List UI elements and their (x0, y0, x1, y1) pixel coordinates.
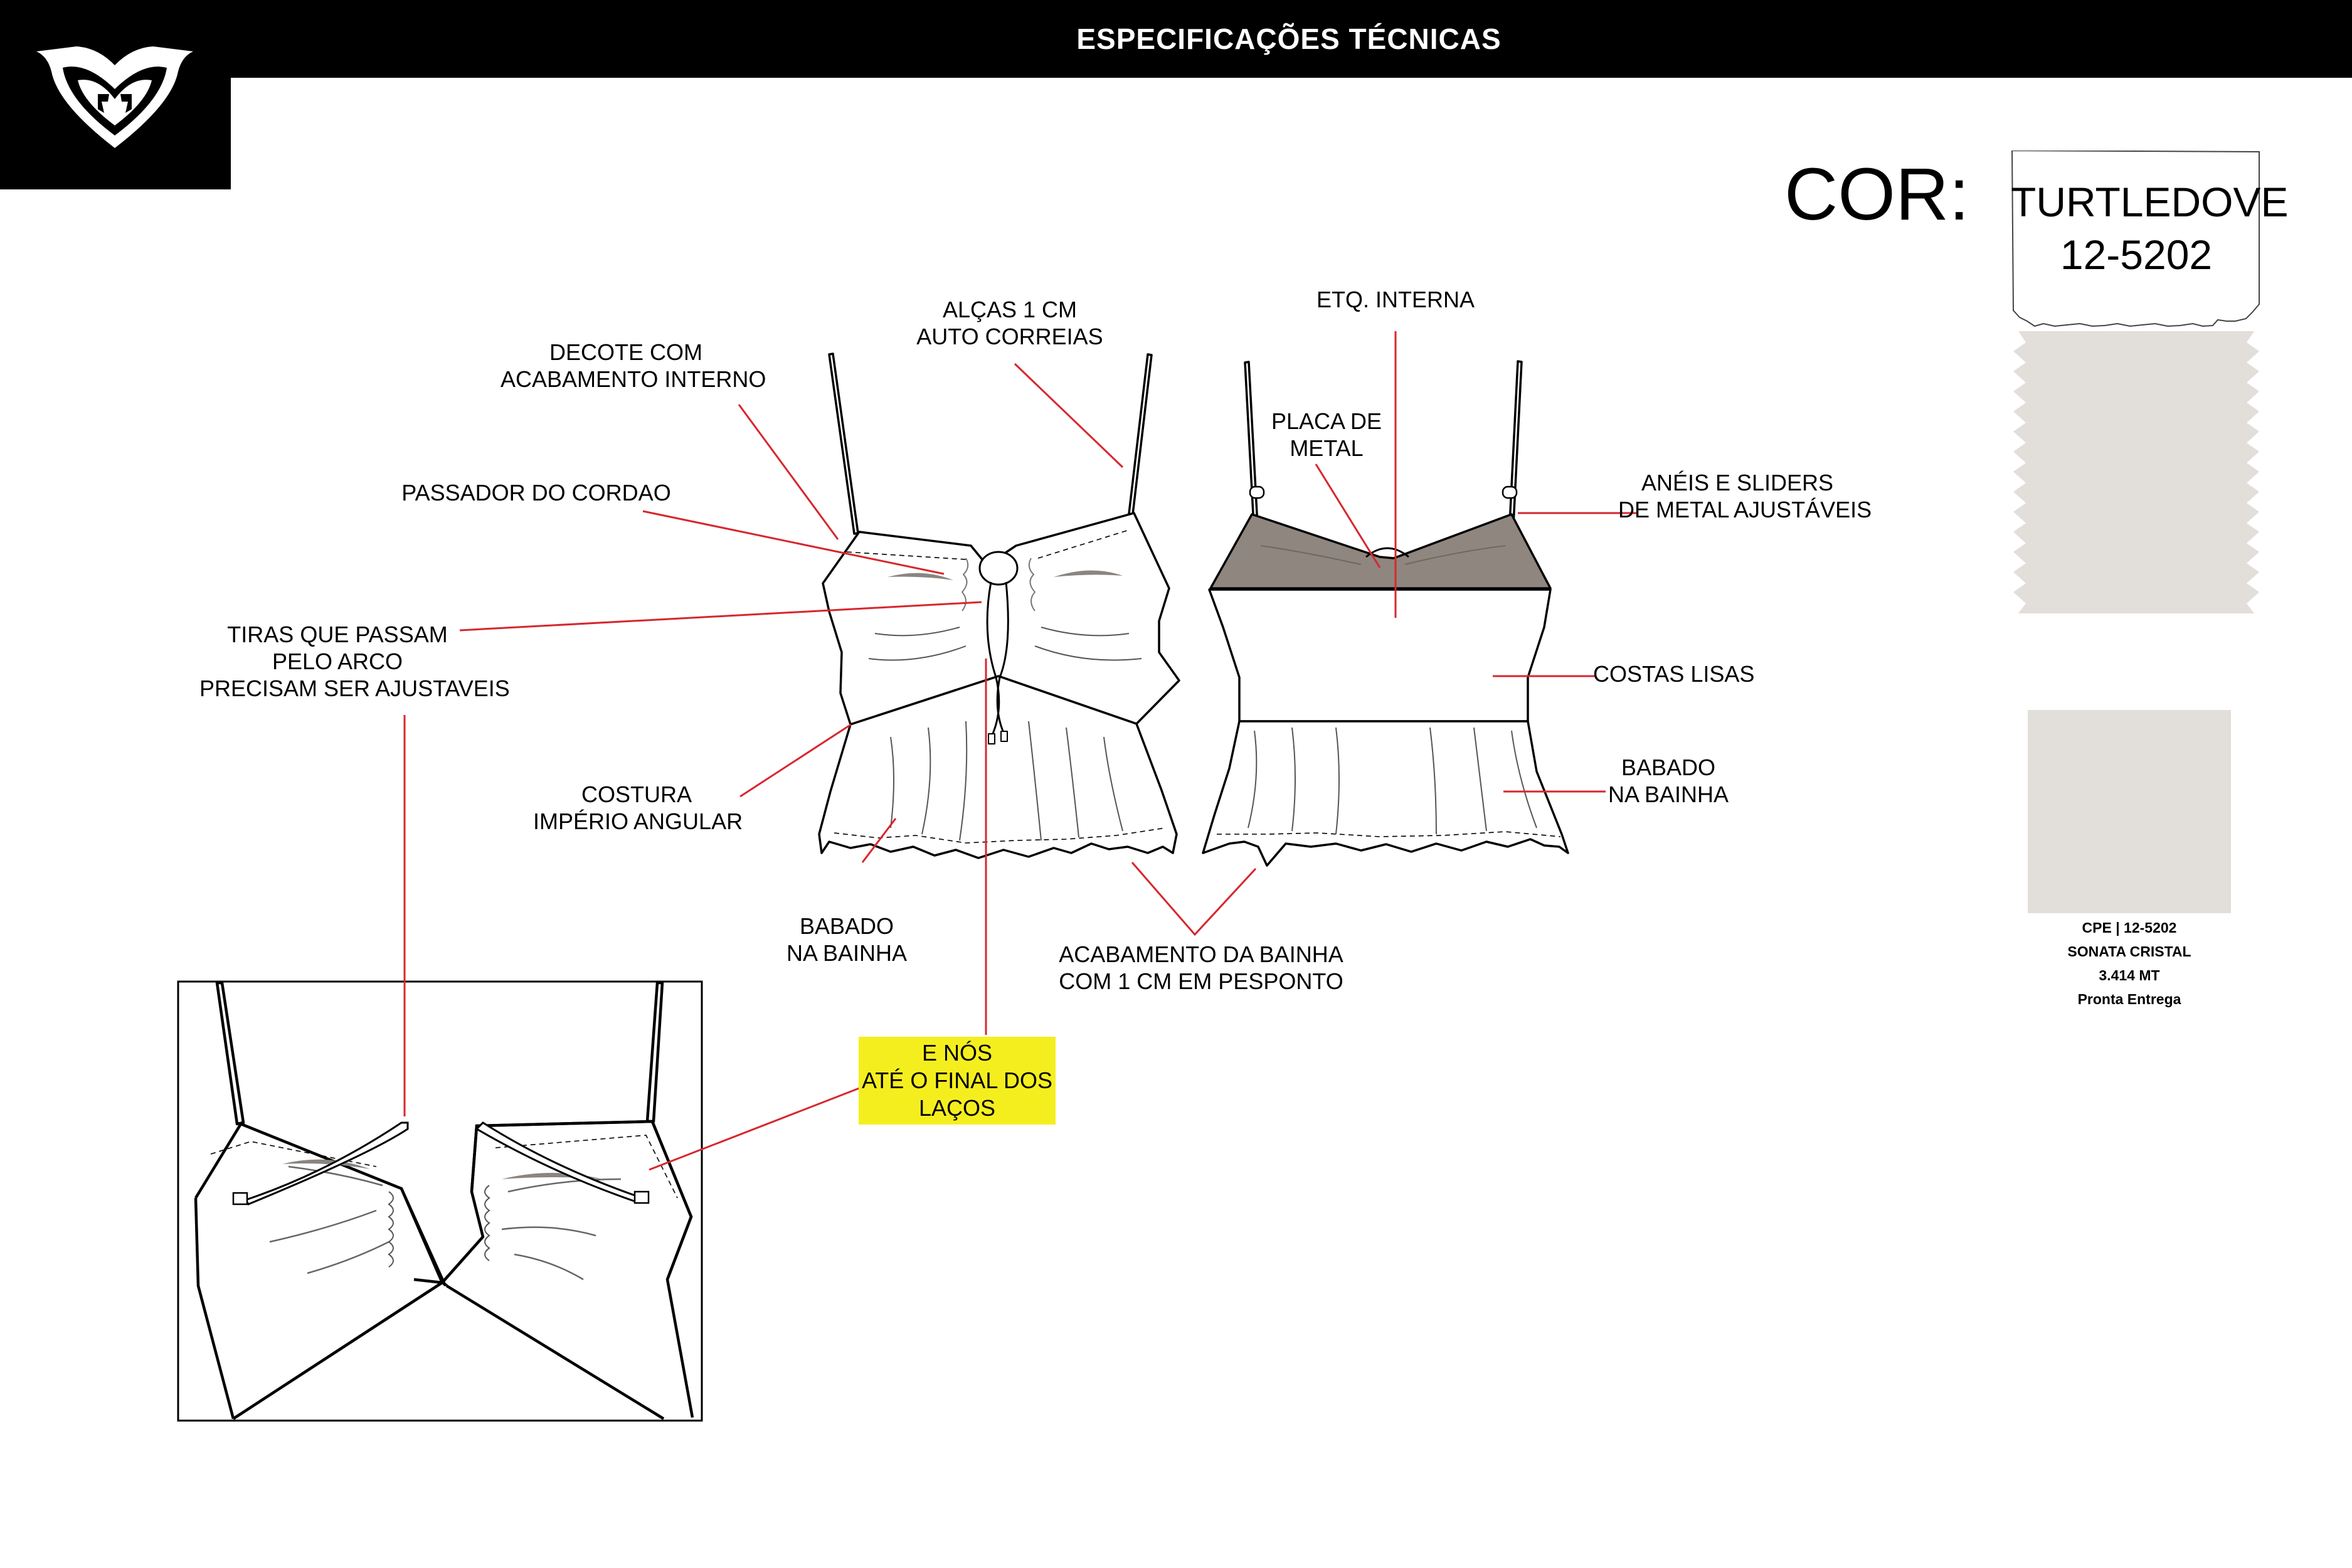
roxy-heart-logo-icon (36, 46, 193, 148)
callout-line: ATÉ O FINAL DOS (861, 1067, 1053, 1093)
callout-costura: COSTURA IMPÉRIO ANGULAR (533, 781, 743, 835)
callout-line: LAÇOS (918, 1095, 996, 1121)
front-view-garment (818, 352, 1180, 859)
callout-line: IMPÉRIO ANGULAR (533, 808, 743, 834)
callout-line: ALÇAS 1 CM (942, 297, 1078, 322)
detail-view (177, 980, 703, 1422)
callout-line: NA BAINHA (786, 940, 908, 966)
callout-line: TIRAS QUE PASSAM (227, 622, 448, 647)
fabric-caption: CPE | 12-5202 SONATA CRISTAL 3.414 MT Pr… (2007, 916, 2252, 1011)
callout-line: DECOTE COM (549, 339, 702, 365)
fabric-sample (2028, 710, 2231, 913)
swatch-name: TURTLEDOVE (2011, 179, 2289, 225)
header-bar: ESPECIFICAÇÕES TÉCNICAS (0, 0, 2352, 78)
page-title: ESPECIFICAÇÕES TÉCNICAS (1076, 23, 1502, 55)
brand-logo-box (0, 0, 231, 189)
callout-decote: DECOTE COM ACABAMENTO INTERNO (501, 339, 766, 393)
pantone-swatch-card: TURTLEDOVE 12-5202 (2011, 151, 2289, 627)
callout-line: AUTO CORREIAS (916, 324, 1103, 349)
callout-acabamento: ACABAMENTO DA BAINHA COM 1 CM EM PESPONT… (1051, 941, 1352, 995)
callout-aneis: ANÉIS E SLIDERS DE METAL AJUSTÁVEIS (1618, 469, 1872, 523)
callout-passador: PASSADOR DO CORDAO (401, 479, 671, 506)
callout-costas: COSTAS LISAS (1593, 660, 1755, 687)
callout-line: ACABAMENTO INTERNO (501, 366, 766, 392)
callout-alcas: ALÇAS 1 CM AUTO CORREIAS (903, 296, 1116, 350)
back-view-garment (1202, 360, 1569, 867)
callout-line: ANÉIS E SLIDERS (1641, 470, 1834, 495)
swatch-code: 12-5202 (2060, 231, 2213, 278)
callout-line: PELO ARCO (272, 649, 403, 674)
callout-babado-front: BABADO NA BAINHA (771, 913, 922, 967)
callout-line: BABADO (1621, 755, 1716, 780)
fabric-availability: Pronta Entrega (2077, 991, 2181, 1007)
swatch-top-label-shape (2011, 151, 2260, 327)
callout-line: ACABAMENTO DA BAINHA (1059, 941, 1343, 967)
callout-line: PLACA DE (1271, 408, 1382, 434)
callout-babado-back: BABADO NA BAINHA (1596, 754, 1740, 808)
callout-etq: ETQ. INTERNA (1314, 286, 1477, 313)
callout-line: E NÓS (921, 1040, 993, 1066)
fabric-meters: 3.414 MT (2099, 967, 2160, 983)
callout-leader-lines (403, 331, 1637, 1171)
callout-line: COSTURA (581, 781, 692, 807)
callout-line: METAL (1290, 435, 1364, 461)
callout-line: COM 1 CM EM PESPONTO (1059, 968, 1343, 994)
callout-tiras: TIRAS QUE PASSAM PELO ARCO PRECISAM SER … (199, 621, 510, 702)
callout-line: PASSADOR DO CORDAO (401, 480, 671, 506)
swatch-color-chip (2013, 331, 2259, 613)
callout-nos-text: E NÓS ATÉ O FINAL DOS LAÇOS (859, 1039, 1056, 1122)
color-label: COR: (1784, 153, 1969, 236)
callout-line: COSTAS LISAS (1593, 661, 1755, 687)
callout-placa: PLACA DE METAL (1254, 408, 1399, 462)
callout-line: NA BAINHA (1608, 781, 1729, 807)
callout-line: BABADO (799, 913, 894, 939)
callout-line: DE METAL AJUSTÁVEIS (1618, 497, 1872, 522)
callout-nos-highlight: E NÓS ATÉ O FINAL DOS LAÇOS (859, 1037, 1056, 1125)
fabric-code: CPE | 12-5202 (2082, 919, 2177, 936)
swatch-name-text: TURTLEDOVE 12-5202 (2011, 176, 2289, 281)
callout-line: ETQ. INTERNA (1316, 287, 1475, 312)
fabric-name: SONATA CRISTAL (2067, 943, 2191, 960)
callout-line: PRECISAM SER AJUSTAVEIS (199, 675, 510, 701)
